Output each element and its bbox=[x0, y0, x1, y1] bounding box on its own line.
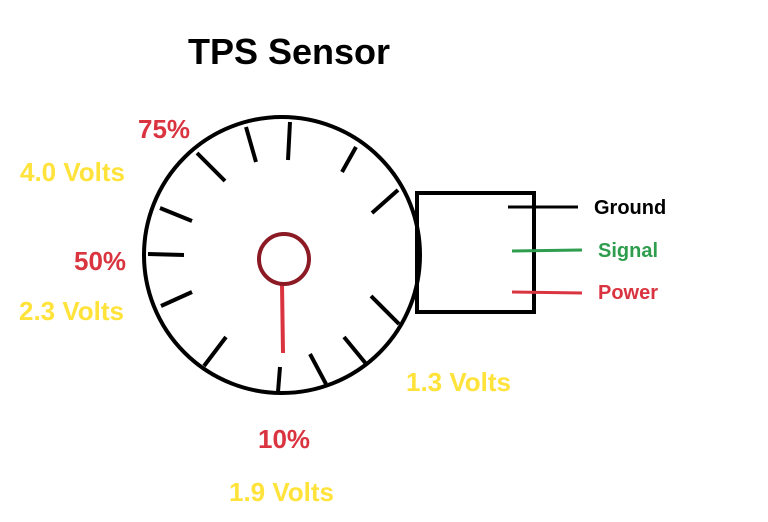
tick-mark bbox=[195, 151, 227, 183]
diagram-title: TPS Sensor bbox=[188, 31, 391, 72]
dial-circle bbox=[142, 115, 422, 395]
power-wire bbox=[511, 290, 583, 295]
wire-label-signal: Signal bbox=[598, 240, 659, 262]
tick-mark bbox=[308, 353, 328, 385]
label-2-3-volts: 2.3 Volts bbox=[19, 296, 125, 326]
tick-mark bbox=[286, 121, 292, 161]
tick-mark bbox=[160, 290, 193, 308]
label-75-percent: 75% bbox=[138, 114, 191, 144]
label-50-percent: 50% bbox=[74, 246, 127, 276]
signal-wire bbox=[511, 248, 583, 253]
connector-box bbox=[415, 191, 536, 314]
pivot-circle bbox=[257, 232, 311, 286]
tick-mark bbox=[342, 335, 369, 367]
tick-mark bbox=[244, 126, 258, 163]
tick-mark bbox=[340, 146, 358, 173]
needle bbox=[280, 283, 285, 354]
wire-label-power: Power bbox=[598, 282, 659, 304]
label-1-3-volts: 1.3 Volts bbox=[406, 367, 512, 397]
dial-tick-marks bbox=[147, 121, 401, 393]
tick-mark bbox=[159, 206, 193, 223]
label-10-percent: 10% bbox=[258, 424, 311, 454]
tick-mark bbox=[147, 252, 185, 257]
tick-mark bbox=[202, 335, 228, 368]
label-4-0-volts: 4.0 Volts bbox=[20, 157, 126, 187]
tick-mark bbox=[370, 188, 400, 215]
tick-mark bbox=[369, 294, 401, 326]
label-1-9-volts: 1.9 Volts bbox=[229, 477, 335, 507]
wire-label-ground: Ground bbox=[594, 197, 667, 219]
tick-mark bbox=[276, 366, 282, 393]
